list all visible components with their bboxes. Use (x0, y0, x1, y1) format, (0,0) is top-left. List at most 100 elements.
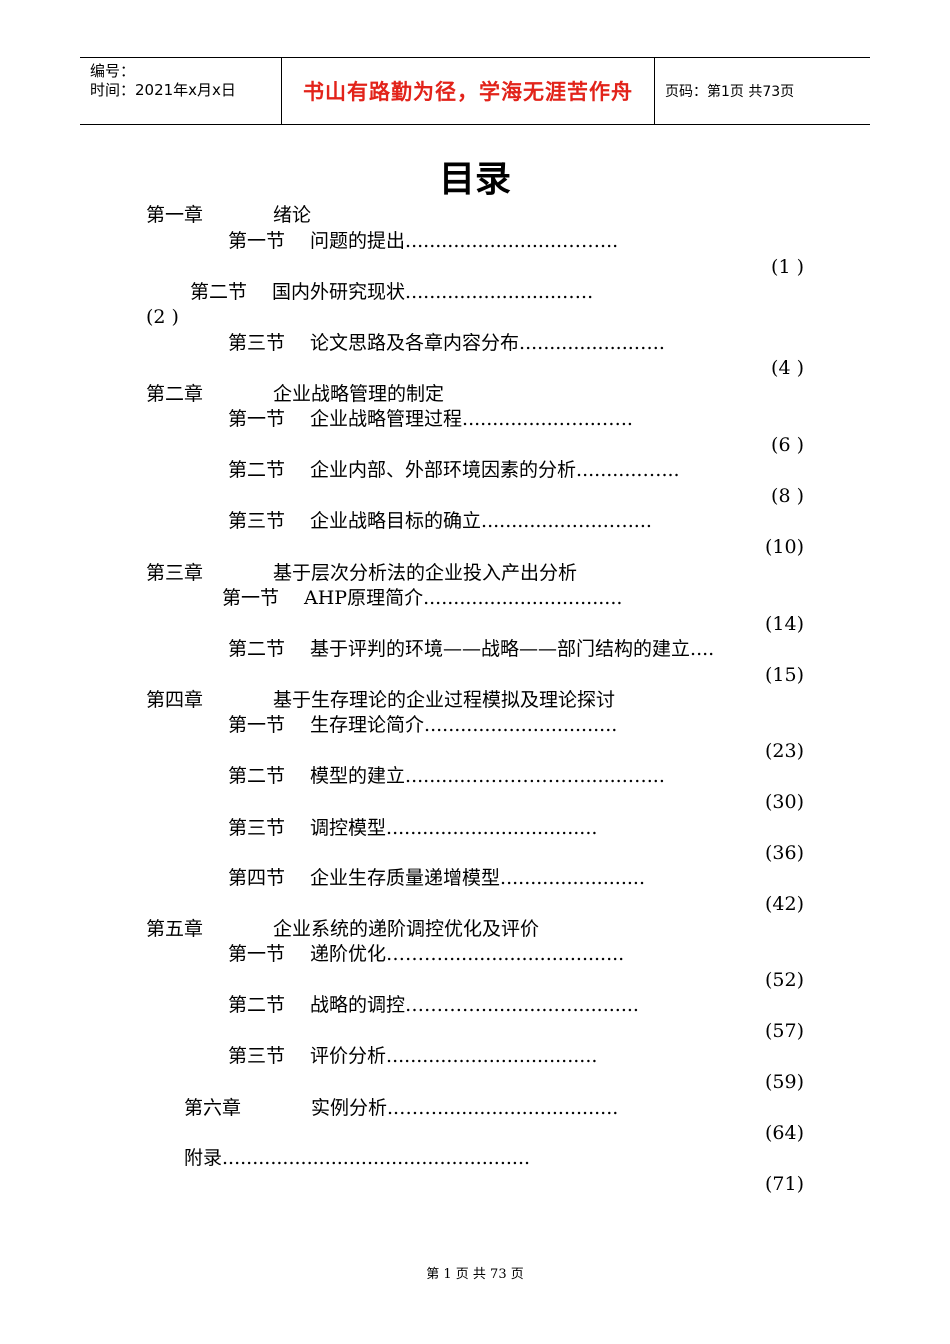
toc-entry-leader: ...........…... (576, 459, 680, 481)
toc-entry-label: 第二节 (228, 765, 286, 787)
toc-entry-label: 第二章 (146, 383, 204, 405)
toc-entry: 第二节 模型的建立..........………………........…... (228, 763, 665, 789)
toc-entry: 第一节 AHP原理简介..............................… (222, 585, 622, 611)
toc-entry-leader: ........................ (500, 867, 645, 889)
document-time-label: 时间：2021年x月x日 (90, 81, 236, 99)
toc-entry-title: 递阶优化……… (310, 943, 444, 965)
toc-entry-page: (2 ) (146, 306, 179, 328)
toc-entry-title: 企业内部、外部环境因素的分析 (310, 459, 577, 481)
toc-entry-label: 第二节 (228, 994, 286, 1016)
toc-entry-leader: ................................. (423, 587, 623, 609)
toc-entry-page: (57) (764, 1020, 804, 1042)
toc-entry: 第二节 企业内部、外部环境因素的分析...........…... (228, 457, 680, 483)
toc-entry-leader: ..........................……... (405, 230, 619, 252)
toc-entry-leader: ................…....….. (462, 408, 633, 430)
toc-entry-page: (23) (764, 740, 804, 762)
toc-entry-page: (59) (764, 1071, 804, 1093)
toc-entry: 第三章 基于层次分析法的企业投入产出分析 (146, 560, 577, 586)
toc-entry-leader: .............................. (443, 943, 625, 965)
toc-entry: 第一章 绪论 (146, 202, 311, 228)
toc-entry-label: 第三节 (228, 332, 286, 354)
toc-entry: 第四章基于生存理论的企业过程模拟及理论探讨 (146, 687, 615, 713)
toc-entry-leader: .... (690, 638, 715, 660)
toc-entry-leader: ...................….. (519, 332, 665, 354)
toc-entry: 第二章 企业战略管理的制定 (146, 381, 444, 407)
toc-entry-title: 国内外研究现状 (272, 281, 406, 303)
toc-entry: 第三节 企业战略目标的确立...............…...….... (228, 508, 652, 534)
toc-entry: 第四节 企业生存质量递增模型........................ (228, 865, 645, 891)
toc-entry: 第三节 论文思路及各章内容分布...................….. (228, 330, 665, 356)
toc-entry-page: (15) (764, 664, 804, 686)
toc-entry: 第二节 战略的调控…………............…........... (228, 992, 639, 1018)
toc-entry-title: AHP原理简介 (304, 587, 424, 609)
toc-entry-page: (71) (764, 1173, 804, 1195)
toc-entry: 附录......................................… (184, 1145, 530, 1171)
toc-entry-title: 模型的建立 (310, 765, 406, 787)
toc-entry-label: 第一节 (222, 587, 280, 609)
toc-entry-leader: ............…........... (481, 994, 639, 1016)
toc-entry-title: 实例分析..…… (311, 1097, 438, 1119)
toc-entry-label: 第一节 (228, 714, 286, 736)
toc-entry-label: 第三节 (228, 817, 286, 839)
toc-entry: 第一节 递阶优化……….............................. (228, 941, 624, 967)
document-number-label: 编号： (90, 62, 136, 80)
toc-entry: 第六章 实例分析..…….............................… (184, 1095, 618, 1121)
toc-entry-leader: ................................ (424, 714, 618, 736)
toc-entry-title: 问题的提出 (310, 230, 406, 252)
toc-entry-label: 第二节 (228, 638, 286, 660)
toc-entry-title: 基于层次分析法的企业投入产出分析 (273, 562, 578, 584)
toc-entry-title: 评价分析 (310, 1045, 387, 1067)
toc-entry: 第三节 评价分析.................................… (228, 1043, 597, 1069)
toc-entry: 第二节 国内外研究现状..........................….. (190, 279, 593, 305)
toc-entry-title: 战略的调控………… (310, 994, 482, 1016)
toc-entry-leader: ...............…...….... (481, 510, 652, 532)
toc-entry-title: 绪论 (273, 204, 312, 226)
toc-entry-label: 第三节 (228, 1045, 286, 1067)
toc-entry-label: 第一章 (146, 204, 204, 226)
toc-entry-title: 企业生存质量递增模型 (310, 867, 501, 889)
toc-entry-title: 企业战略管理的制定 (273, 383, 445, 405)
toc-entry-label: 第二节 (228, 459, 286, 481)
header-page-info: 页码：第1页 共73页 (665, 84, 795, 100)
toc-entry-page: (6 ) (771, 434, 804, 456)
header-motto: 书山有路勤为径，学海无涯苦作舟 (281, 58, 655, 124)
toc-entry-label: 第四节 (228, 867, 286, 889)
header-meta: 编号： 时间：2021年x月x日 (80, 58, 281, 124)
toc-entry-leader: .............................. (437, 1097, 619, 1119)
toc-entry-page: (8 ) (771, 485, 804, 507)
toc-entry-page: (10) (764, 536, 804, 558)
toc-entry-page: (64) (764, 1122, 804, 1144)
toc-entry-leader: ........................................… (222, 1147, 531, 1169)
toc-entry-page: (36) (764, 842, 804, 864)
toc-entry-title: 企业系统的递阶调控优化及评价 (273, 918, 540, 940)
toc-entry: 第二节 基于评判的环境——战略——部门结构的建立.... (228, 636, 714, 662)
toc-entry-title: 企业战略目标的确立 (310, 510, 482, 532)
toc-entry: 第一节 企业战略管理过程................…....….. (228, 406, 633, 432)
toc-entry-title: 企业战略管理过程 (310, 408, 463, 430)
page-footer: 第 1 页 共 73 页 (426, 1267, 524, 1282)
toc-entry-leader: ..........………………........…... (405, 765, 665, 787)
toc-entry: 第三节调控模型.................................… (228, 815, 597, 841)
toc-entry-leader: ..........................….. (405, 281, 594, 303)
toc-entry-label: 第一节 (228, 943, 286, 965)
toc-entry-label: 第三节 (228, 510, 286, 532)
toc-entry-title: 论文思路及各章内容分布 (310, 332, 520, 354)
toc-entry-page: (30) (764, 791, 804, 813)
toc-entry: 第五章 企业系统的递阶调控优化及评价 (146, 916, 539, 942)
toc-entry-page: (4 ) (771, 357, 804, 379)
toc-entry-title: 生存理论简介 (310, 714, 425, 736)
toc-entry-leader: ................................... (386, 1045, 598, 1067)
toc-entry-label: 第一节 (228, 408, 286, 430)
toc-entry-label: 附录 (184, 1147, 223, 1169)
toc-entry-page: (42) (764, 893, 804, 915)
header-table: 编号： 时间：2021年x月x日 书山有路勤为径，学海无涯苦作舟 页码：第1页 … (80, 57, 870, 125)
toc-entry-label: 第四章 (146, 689, 204, 711)
toc-entry: 第一节 生存理论简介...............................… (228, 712, 617, 738)
toc-entry-page: (52) (764, 969, 804, 991)
toc-entry-label: 第六章 (184, 1097, 242, 1119)
toc-entry-title: 基于评判的环境——战略——部门结构的建立 (310, 638, 691, 660)
toc-entry-label: 第二节 (190, 281, 248, 303)
toc-entry-label: 第五章 (146, 918, 204, 940)
toc-entry: 第一节问题的提出..........................……... (228, 228, 618, 254)
toc-entry-label: 第三章 (146, 562, 204, 584)
